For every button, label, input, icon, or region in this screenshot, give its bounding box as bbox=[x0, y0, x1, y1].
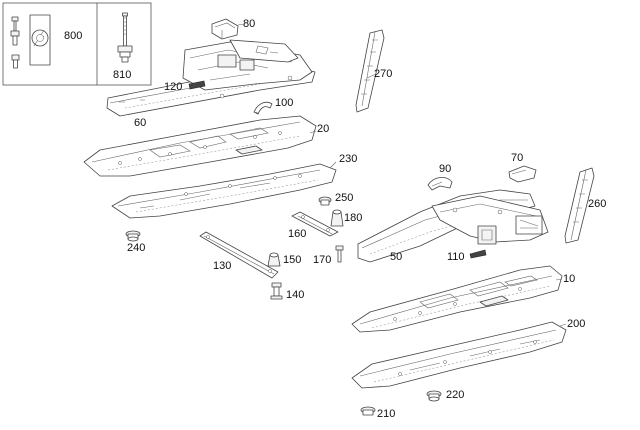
callout-140[interactable]: 140 bbox=[286, 289, 305, 301]
grommet-220-drawing bbox=[426, 390, 442, 402]
callout-130[interactable]: 130 bbox=[213, 260, 232, 272]
grommet-250-drawing bbox=[318, 196, 332, 206]
bolt-150-drawing bbox=[267, 252, 281, 267]
callout-100[interactable]: 100 bbox=[275, 97, 294, 109]
callout-160[interactable]: 160 bbox=[288, 228, 307, 240]
underbody-panel-230-drawing bbox=[111, 161, 337, 219]
callout-150[interactable]: 150 bbox=[283, 254, 302, 266]
rail-260-drawing bbox=[564, 167, 595, 244]
bracket-70-drawing bbox=[508, 165, 537, 183]
callout-210[interactable]: 210 bbox=[377, 408, 396, 420]
callout-240[interactable]: 240 bbox=[127, 242, 146, 254]
crossmember-front-50-drawing bbox=[357, 189, 549, 263]
callout-220[interactable]: 220 bbox=[446, 389, 465, 401]
mount-180-drawing bbox=[330, 209, 344, 227]
pad-120-drawing bbox=[188, 80, 206, 90]
pad-110-drawing bbox=[469, 249, 487, 259]
bracket-80-drawing bbox=[211, 18, 245, 40]
long-bolt-810-drawing bbox=[117, 12, 133, 63]
callout-270[interactable]: 270 bbox=[374, 68, 393, 80]
bolt-170-drawing bbox=[335, 245, 344, 263]
callout-180[interactable]: 180 bbox=[344, 212, 363, 224]
underbody-panel-20-drawing bbox=[83, 115, 317, 177]
callout-170[interactable]: 170 bbox=[313, 254, 332, 266]
bolt-set-800-drawing bbox=[10, 14, 51, 69]
callout-260[interactable]: 260 bbox=[588, 198, 607, 210]
strut-160-drawing bbox=[291, 211, 339, 237]
underbody-panel-200-drawing bbox=[351, 321, 567, 389]
bracket-90-drawing bbox=[427, 177, 453, 191]
callout-250[interactable]: 250 bbox=[335, 192, 354, 204]
callout-70[interactable]: 70 bbox=[511, 152, 524, 164]
underbody-panel-10-drawing bbox=[351, 265, 563, 333]
callout-230[interactable]: 230 bbox=[339, 153, 358, 165]
callout-200[interactable]: 200 bbox=[567, 318, 586, 330]
callout-20[interactable]: 20 bbox=[317, 123, 330, 135]
bracket-100-drawing bbox=[253, 101, 273, 115]
callout-120[interactable]: 120 bbox=[164, 81, 183, 93]
nut-icon bbox=[29, 14, 51, 66]
callout-10[interactable]: 10 bbox=[563, 273, 576, 285]
callout-110[interactable]: 110 bbox=[447, 251, 465, 263]
callout-80[interactable]: 80 bbox=[243, 18, 256, 30]
callout-90[interactable]: 90 bbox=[439, 163, 452, 175]
callout-50[interactable]: 50 bbox=[390, 251, 403, 263]
bolt-140-drawing bbox=[270, 282, 283, 300]
grommet-210-drawing bbox=[360, 406, 376, 416]
callout-800[interactable]: 800 bbox=[64, 30, 83, 42]
callout-60[interactable]: 60 bbox=[134, 117, 147, 129]
grommet-240-drawing bbox=[125, 230, 141, 242]
callout-810[interactable]: 810 bbox=[113, 69, 132, 81]
strut-130-drawing bbox=[199, 231, 279, 279]
rail-270-drawing bbox=[355, 29, 385, 113]
crossmember-rear-60-drawing bbox=[106, 39, 316, 117]
